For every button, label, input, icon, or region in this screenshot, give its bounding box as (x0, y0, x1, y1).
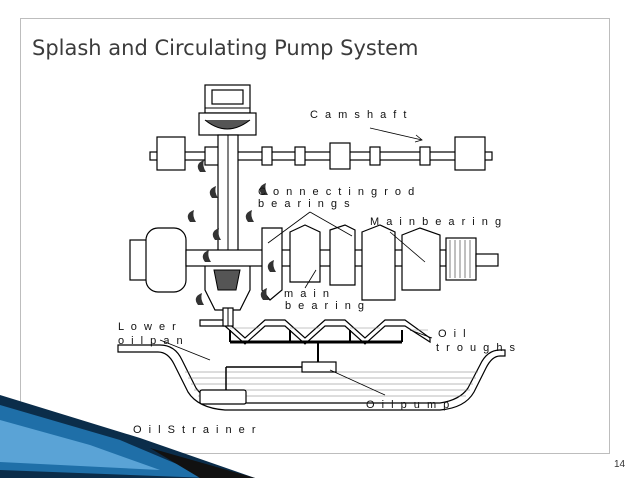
oil-pump (225, 361, 337, 392)
label-lower-oil-pan-line1: L o w e r (118, 321, 178, 333)
oil-splash-droplets (187, 160, 276, 305)
crankshaft (129, 224, 499, 301)
label-oil-pump: O i l p u m p (366, 399, 451, 411)
label-main-bearing: M a i n b e a r i n g (370, 216, 503, 228)
diagram-labels: C a m s h a f t C o n n e c t i n g r o … (118, 109, 517, 436)
label-camshaft: C a m s h a f t (310, 109, 408, 121)
page-number: 14 (614, 459, 626, 470)
decorative-swoosh (0, 395, 255, 478)
label-lower-oil-pan-line2: o i l p a n (118, 335, 185, 347)
label-oil-troughs-line1: O i l (438, 328, 468, 340)
label-oil-troughs-line2: t r o u g h s (436, 342, 517, 354)
oil-troughs (199, 319, 431, 345)
label-main-bearing-lower-line1: m a i n (284, 288, 331, 300)
label-oil-strainer: O i l S t r a i n e r (133, 424, 258, 436)
label-connecting-rod-line2: b e a r i n g s (258, 198, 352, 210)
piston-assembly (198, 84, 257, 327)
leader-lines (159, 127, 433, 396)
label-main-bearing-lower-line2: b e a r i n g (285, 300, 366, 312)
oil-strainer (199, 389, 247, 405)
label-connecting-rod-line1: C o n n e c t i n g r o d (258, 186, 416, 198)
camshaft (149, 136, 493, 171)
slide-title: Splash and Circulating Pump System (32, 36, 419, 60)
